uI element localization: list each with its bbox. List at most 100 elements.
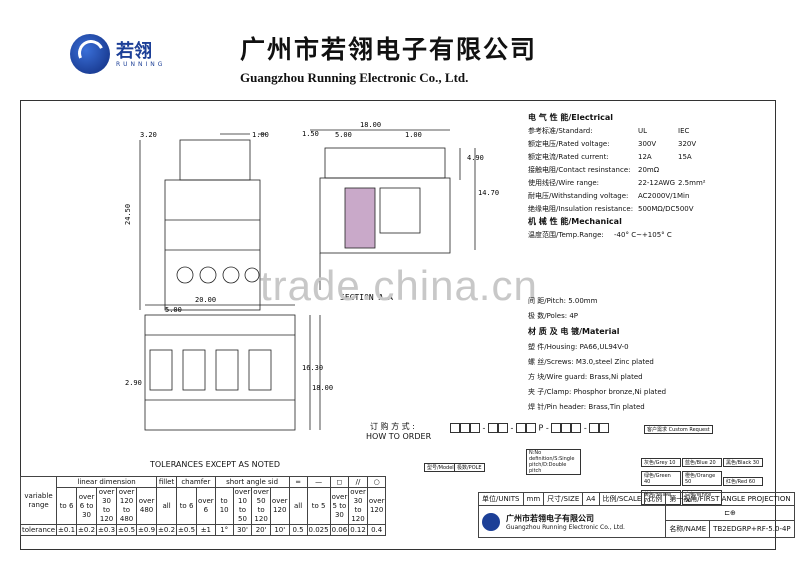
projection-label: 第一视角/FIRST ANGLE PROJECTION — [665, 492, 795, 506]
color-code-item: 红色/Red 60 — [723, 477, 763, 486]
watermark: trade.china.cn — [260, 262, 538, 309]
poles-label: 极 数/Poles: — [528, 312, 568, 320]
section-view — [310, 129, 476, 290]
temp-range-label: 温度范围/Temp.Range: — [528, 231, 604, 239]
electrical-value-1: 300V — [638, 140, 657, 148]
electrical-value-1: AC2000V/1Min — [638, 192, 690, 200]
tol-value-cell: ±0.3 — [96, 524, 118, 536]
tol-value-cell: 0.025 — [306, 524, 331, 536]
order-label-en: HOW TO ORDER — [366, 432, 432, 441]
drawing-frame — [20, 100, 776, 550]
tol-value-cell: ±0.5 — [116, 524, 138, 536]
tol-value-label: tolerance — [19, 524, 58, 536]
logo-text: 若翎 — [116, 41, 152, 62]
tol-symbol-perp: — — [306, 476, 331, 488]
logo-emblem-icon — [70, 34, 110, 74]
tol-range-cell: all — [156, 487, 178, 525]
tol-symbol-flat: ═ — [288, 476, 308, 488]
tol-range-cell: over 480 — [136, 487, 158, 525]
tol-value-cell: ±0.2 — [156, 524, 178, 536]
dim-5-00-b: 5.00 — [165, 306, 182, 314]
electrical-value-2: 320V — [678, 140, 697, 148]
electrical-value-1: 12A — [638, 153, 652, 161]
front-view — [139, 133, 266, 311]
tol-value-cell: ±0.5 — [176, 524, 198, 536]
dim-18-00-a: 18.00 — [360, 121, 381, 129]
material-row: 螺 丝/Screws: M3.0,steel Zinc plated — [528, 357, 768, 367]
material-specs: 间 距/Pitch: 5.00mm 极 数/Poles: 4P 材 质 及 电 … — [528, 296, 768, 412]
electrical-value-2: 15A — [678, 153, 692, 161]
electrical-label: 接触电阻/Contact resinstance: — [528, 166, 631, 174]
technical-drawing: 3.20 1.00 24.50 1.50 18.00 5.00 1.00 4.9… — [124, 121, 499, 431]
electrical-value-1: 22-12AWG — [638, 179, 676, 187]
name-label: 名称/NAME — [665, 519, 711, 539]
material-value: Brass,Tin plated — [588, 403, 645, 411]
scale-value: 比例 — [644, 492, 667, 506]
tol-symbol-circle: ○ — [366, 476, 387, 488]
tol-group-chamfer: chamfer — [176, 476, 216, 488]
electrical-row: 接触电阻/Contact resinstance: 20mΩ — [528, 165, 768, 175]
dim-20-00: 20.00 — [195, 296, 216, 304]
mechanical-heading: 机 械 性 能/Mechanical — [528, 217, 622, 226]
tol-range-cell: to 6 — [176, 487, 198, 525]
tol-range-cell: over 120 to 480 — [116, 487, 138, 525]
poles-value: 4P — [569, 312, 579, 320]
material-value: Brass,Ni plated — [589, 373, 643, 381]
tol-range-cell: over 120 — [269, 487, 290, 525]
tol-symbol-square: ◻ — [329, 476, 350, 488]
electrical-value-2: IEC — [678, 127, 690, 135]
electrical-row: 额定电压/Rated voltage: 300V 320V — [528, 139, 768, 149]
tol-value-cell: 0.06 — [329, 524, 350, 536]
electrical-label: 绝缘电阻/Insulation resistance: — [528, 205, 634, 213]
tol-range-cell: over 120 — [366, 487, 387, 525]
pitch-row: 间 距/Pitch: 5.00mm — [528, 296, 768, 306]
units-value: mm — [522, 492, 545, 506]
material-value: Phosphor bronze,Ni plated — [573, 388, 667, 396]
material-label: 方 块/Wire guard: — [528, 373, 588, 381]
dim-1-50: 1.50 — [302, 130, 319, 138]
tol-value-cell: 10' — [269, 524, 290, 536]
electrical-label: 额定电压/Rated voltage: — [528, 140, 610, 148]
tol-value-cell: 1° — [214, 524, 234, 536]
electrical-label: 耐电压/Withstanding voltage: — [528, 192, 629, 200]
company-name-cn: 广州市若翎电子有限公司 — [240, 35, 538, 64]
bottom-view — [144, 304, 321, 431]
material-row: 焊 针/Pin header: Brass,Tin plated — [528, 402, 768, 412]
size-label: 尺寸/SIZE — [543, 492, 584, 506]
name-value: TB2EDGRP+RF-5.0-4P — [709, 519, 795, 539]
tol-value-cell: ±0.1 — [56, 524, 78, 536]
tolerance-title: TOLERANCES EXCEPT AS NOTED — [150, 460, 280, 469]
company-logo: 若翎 RUNNING — [70, 34, 180, 78]
tol-group-linear: linear dimension — [56, 476, 158, 488]
tol-range-cell: all — [288, 487, 308, 525]
order-code-boxes: - - P - - — [450, 423, 610, 433]
tol-range-cell: to 5 — [306, 487, 331, 525]
size-value: A4 — [582, 492, 600, 506]
electrical-label: 参考标准/Standard: — [528, 127, 593, 135]
pin-definition-tag: N:No definition/S:Single pitch/D:Double … — [526, 449, 581, 475]
color-code-item: 橙色/Orange 50 — [682, 471, 722, 486]
model-tag: 型号/Model — [424, 463, 457, 472]
tol-range-cell: over 5 to 30 — [329, 487, 350, 525]
color-code-item: 绿色/Green 40 — [641, 471, 681, 486]
tol-symbol-parallel: // — [348, 476, 368, 488]
electrical-row: 耐电压/Withstanding voltage: AC2000V/1Min — [528, 191, 768, 201]
how-to-order: 订 购 方 式 : HOW TO ORDER - - P - - 客户需求 Cu… — [366, 421, 766, 505]
color-code-item: 蓝色/Blue 20 — [682, 458, 722, 467]
dim-5-00-a: 5.00 — [335, 131, 352, 139]
customer-request-tag: 客户需求 Custom Request — [644, 425, 713, 434]
temp-range-row: 温度范围/Temp.Range: -40° C~+105° C — [528, 230, 768, 240]
electrical-value-1: 20mΩ — [638, 166, 660, 174]
tolerance-table: variable range linear dimension fillet c… — [19, 476, 387, 536]
order-label-cn: 订 购 方 式 : — [370, 422, 415, 431]
material-value: PA66,UL94V-0 — [579, 343, 629, 351]
material-label: 螺 丝/Screws: — [528, 358, 574, 366]
tol-value-cell: ±0.2 — [76, 524, 98, 536]
dim-1-00-a: 1.00 — [252, 131, 269, 139]
tol-range-cell: over 30 to 120 — [96, 487, 118, 525]
scale-label: 比例/SCALE — [598, 492, 646, 506]
titleblock-logo-icon — [482, 512, 500, 531]
tol-range-cell: over 6 to 30 — [76, 487, 98, 525]
